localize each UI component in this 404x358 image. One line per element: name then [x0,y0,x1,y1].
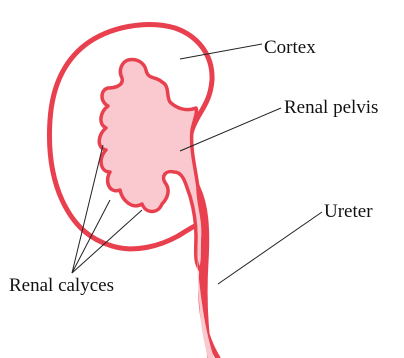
ureter-pointer [218,212,322,284]
renal-calyces-label: Renal calyces [9,276,114,295]
cortex-label: Cortex [264,38,316,57]
calyx-pointer-2 [72,200,110,273]
renal-pelvis-label: Renal pelvis [284,98,378,117]
cortex-pointer [180,44,262,59]
renal-pelvis-region [99,59,203,270]
calyx-pointer-1 [72,145,103,273]
calyx-pointer-3 [72,210,142,273]
ureter-label: Ureter [324,202,373,221]
